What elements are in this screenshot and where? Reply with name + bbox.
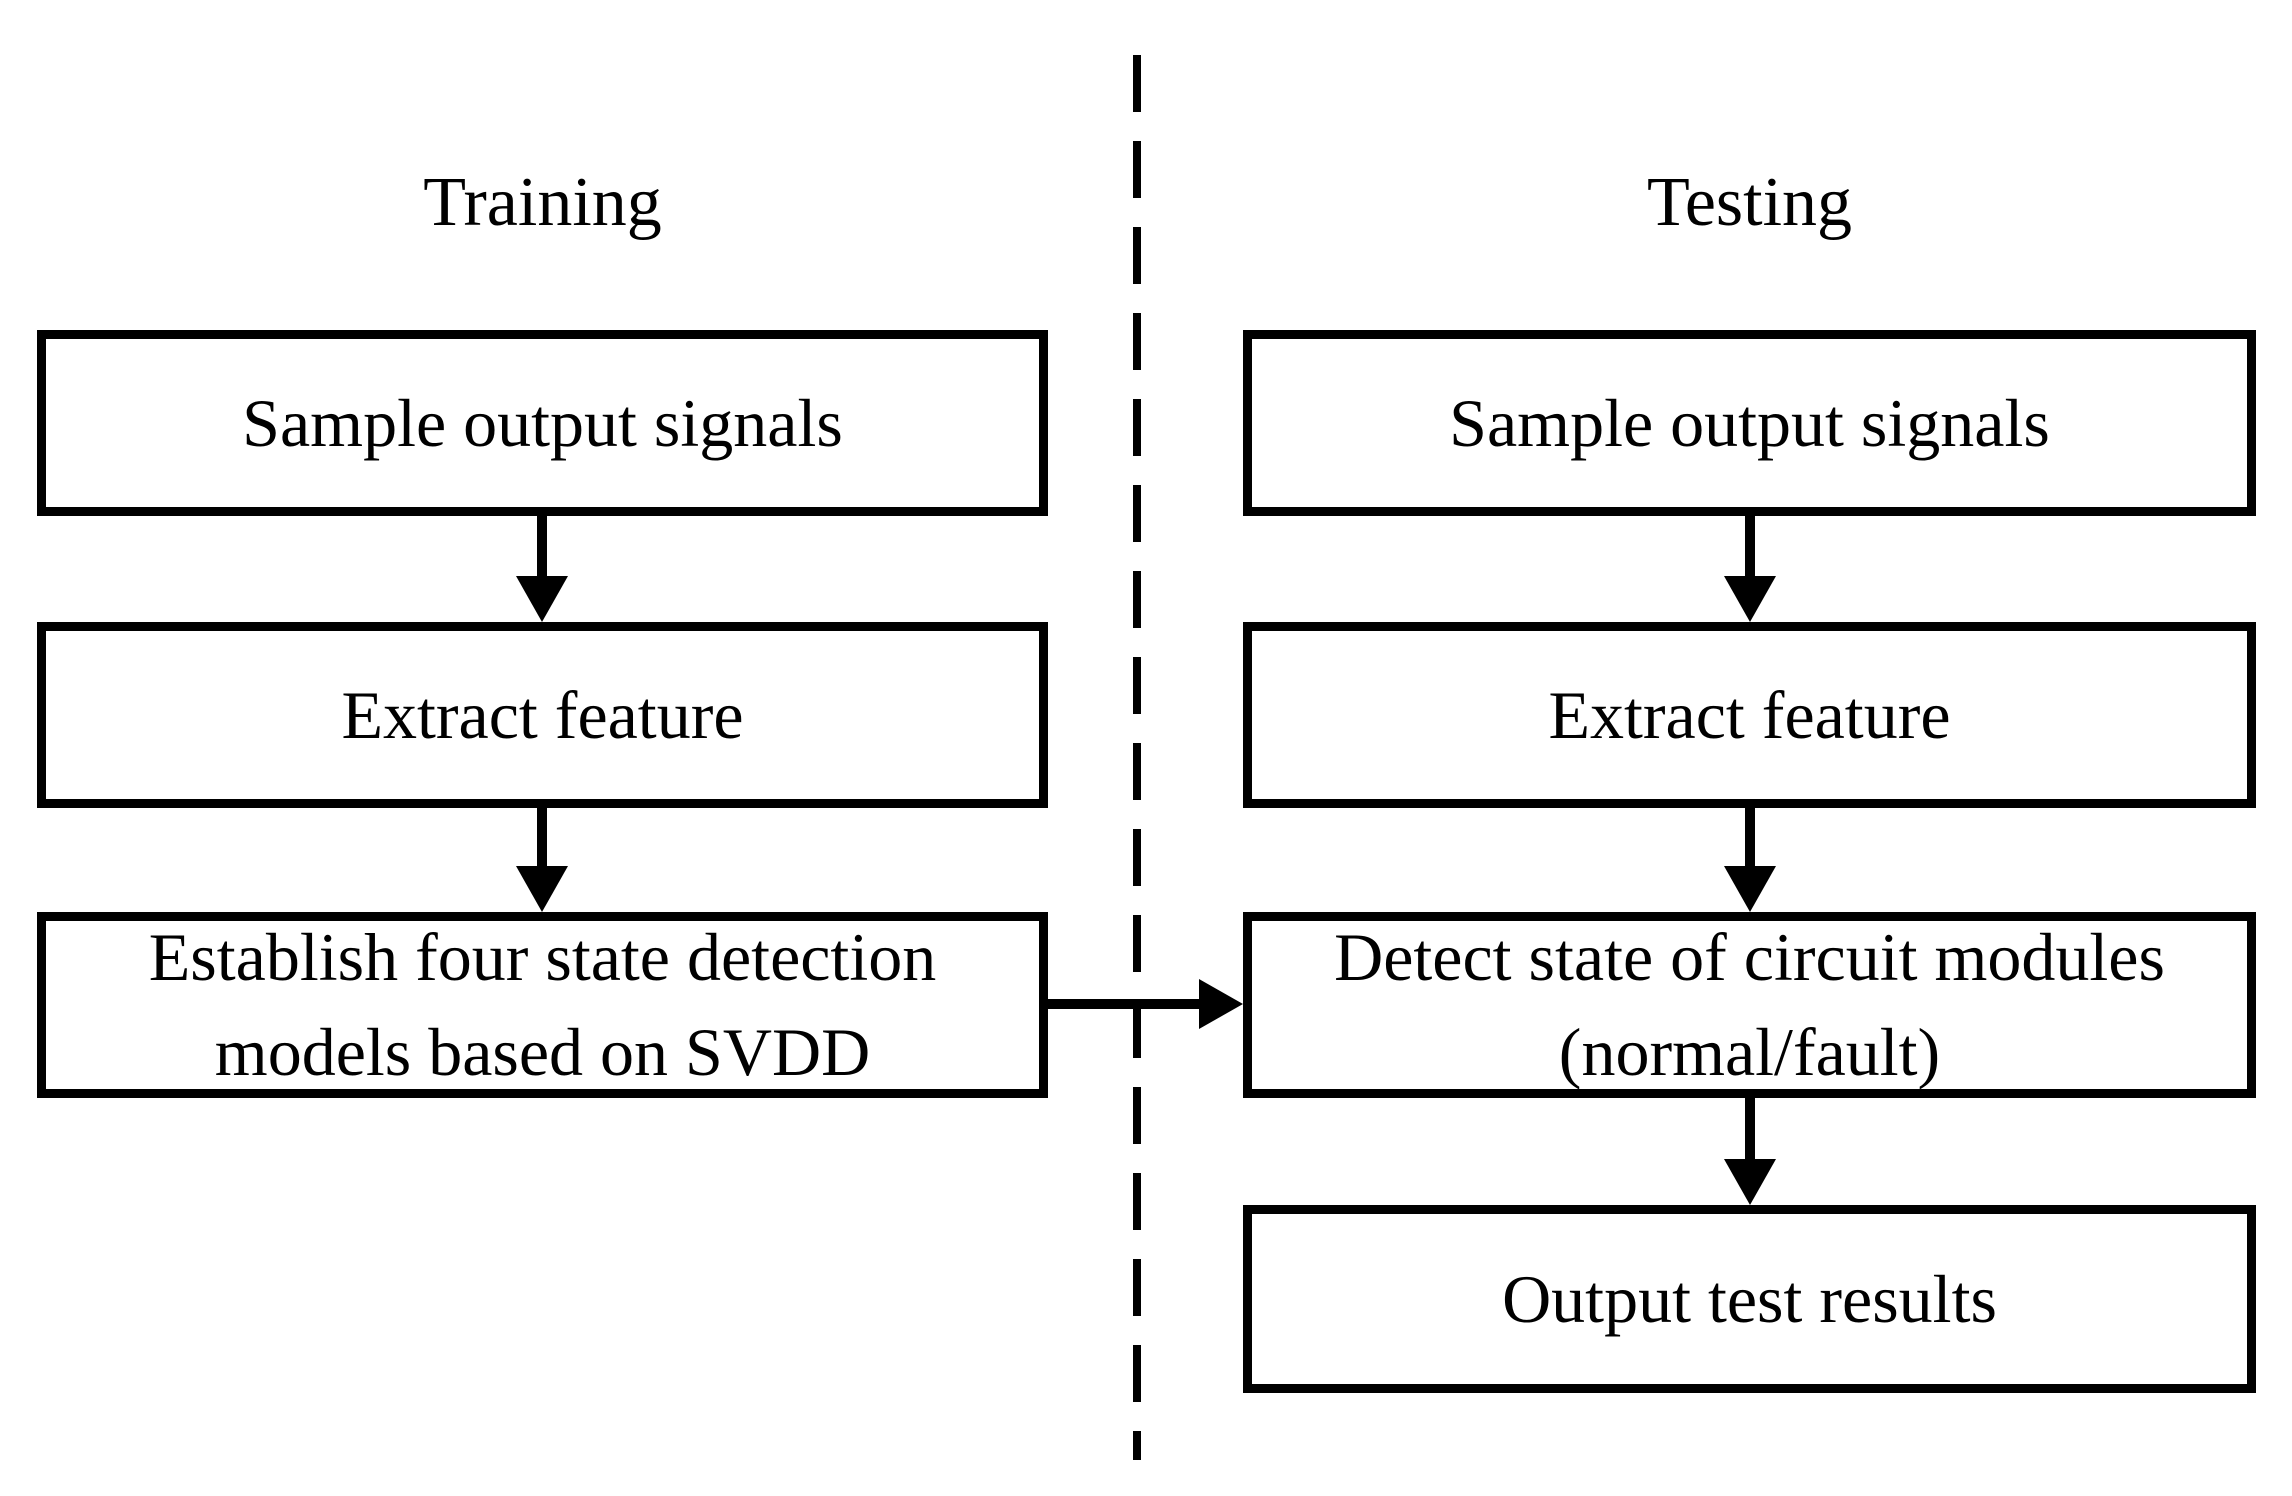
arrow-establish-to-detect xyxy=(1048,979,1243,1029)
box-label-line2: (normal/fault) xyxy=(1558,1014,1941,1090)
arrow-shaft xyxy=(1745,516,1755,576)
arrow-training-extract-to-establish xyxy=(516,806,568,912)
arrow-training-sample-to-extract xyxy=(516,516,568,622)
box-label-line2: models based on SVDD xyxy=(214,1014,871,1090)
arrow-head-down-icon xyxy=(1724,866,1776,912)
box-label-line1: Establish four state detection xyxy=(148,919,937,995)
arrow-shaft xyxy=(1745,1096,1755,1159)
testing-box-detect-state: Detect state of circuit modules (normal/… xyxy=(1243,912,2256,1098)
arrow-head-down-icon xyxy=(516,866,568,912)
training-box-sample-output-signals: Sample output signals xyxy=(37,330,1048,516)
box-label: Extract feature xyxy=(1548,676,1951,753)
testing-column-title: Testing xyxy=(1646,163,1853,241)
arrow-shaft xyxy=(1745,806,1755,866)
arrow-testing-detect-to-output xyxy=(1724,1096,1776,1205)
arrow-head-down-icon xyxy=(1724,1159,1776,1205)
training-box-establish-models: Establish four state detection models ba… xyxy=(37,912,1048,1098)
arrow-head-down-icon xyxy=(516,576,568,622)
arrow-testing-extract-to-detect xyxy=(1724,806,1776,912)
arrow-head-right-icon xyxy=(1199,979,1243,1029)
testing-box-sample-output-signals: Sample output signals xyxy=(1243,330,2256,516)
box-label: Sample output signals xyxy=(242,384,843,461)
dashed-divider-line xyxy=(1133,55,1141,1460)
box-label: Output test results xyxy=(1502,1260,1997,1337)
box-label: Extract feature xyxy=(341,676,744,753)
training-box-extract-feature: Extract feature xyxy=(37,622,1048,808)
arrow-testing-sample-to-extract xyxy=(1724,516,1776,622)
arrow-shaft xyxy=(537,516,547,576)
training-column-title: Training xyxy=(423,163,662,241)
testing-box-extract-feature: Extract feature xyxy=(1243,622,2256,808)
arrow-shaft xyxy=(537,806,547,866)
arrow-head-down-icon xyxy=(1724,576,1776,622)
arrow-shaft xyxy=(1048,999,1200,1009)
testing-box-output-test-results: Output test results xyxy=(1243,1205,2256,1393)
box-label-line1: Detect state of circuit modules xyxy=(1334,919,2165,995)
box-label: Sample output signals xyxy=(1449,384,2050,461)
